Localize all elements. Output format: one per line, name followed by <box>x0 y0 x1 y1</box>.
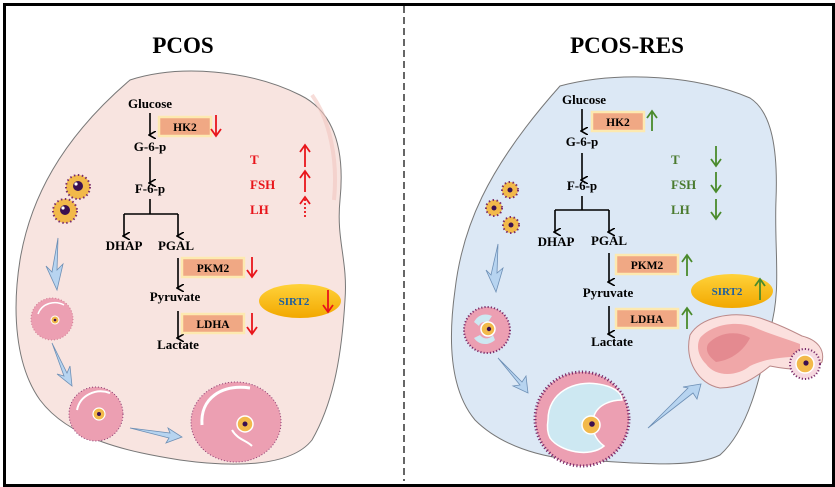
primordial-follicle <box>485 199 503 217</box>
metabolite-dhap: DHAP <box>106 238 143 253</box>
hormone-t: T <box>671 152 680 167</box>
hormone-lh: LH <box>671 202 690 217</box>
hormone-fsh: FSH <box>671 177 696 192</box>
svg-text:LDHA: LDHA <box>196 319 230 331</box>
hormone-t: T <box>250 152 259 167</box>
progression-arrow <box>485 243 504 294</box>
svg-text:HK2: HK2 <box>173 122 197 134</box>
primordial-follicle <box>501 181 519 199</box>
svg-text:PKM2: PKM2 <box>197 263 230 275</box>
arrow-down-icon <box>246 257 258 279</box>
progression-arrow <box>45 237 64 292</box>
metabolite-glucose: Glucose <box>562 92 606 107</box>
metabolite-pyruvate: Pyruvate <box>583 285 634 300</box>
primary-follicle <box>30 297 74 341</box>
ovulated-oocyte <box>789 348 821 380</box>
metabolite-g6p: G-6-p <box>566 134 599 149</box>
arrow-up-icon <box>681 253 693 276</box>
arrow-down-icon <box>246 313 258 336</box>
metabolite-glucose: Glucose <box>128 96 172 111</box>
enzyme-pkm2: PKM2 <box>614 253 693 276</box>
antral-follicle <box>533 370 631 468</box>
svg-text:SIRT2: SIRT2 <box>712 286 743 298</box>
enzyme-hk2: HK2 <box>157 115 222 138</box>
metabolite-dhap: DHAP <box>538 234 575 249</box>
svg-text:SIRT2: SIRT2 <box>279 296 310 308</box>
arrow-up-icon <box>681 306 693 329</box>
metabolite-lactate: Lactate <box>591 334 633 349</box>
primordial-follicle <box>65 174 91 200</box>
progression-arrow <box>647 383 702 429</box>
arrow-up-icon <box>646 109 658 131</box>
hormone-lh: LH <box>250 202 269 217</box>
pathway-branch <box>555 196 609 211</box>
arrow-down-icon <box>210 115 222 138</box>
arrow-up-dotted-icon <box>299 195 311 218</box>
arrow-up-icon <box>299 143 311 167</box>
arrow-down-icon <box>322 290 334 314</box>
primordial-follicle <box>52 198 78 224</box>
hormone-fsh: FSH <box>250 177 275 192</box>
progression-arrow <box>497 357 529 394</box>
arrow-down-icon <box>710 146 722 168</box>
progression-arrow <box>129 426 183 444</box>
metabolite-pyruvate: Pyruvate <box>150 289 201 304</box>
secondary-follicle <box>68 386 124 442</box>
enzyme-hk2: HK2 <box>590 109 658 133</box>
sirt2-badge: SIRT2 <box>691 274 773 308</box>
secondary-follicle <box>463 306 511 354</box>
svg-text:HK2: HK2 <box>606 117 630 129</box>
svg-text:LDHA: LDHA <box>630 314 664 326</box>
primordial-follicle <box>502 216 520 234</box>
panel-pcos: PCOS Glucose G-6-p F-6-p DHAP PGAL Pyruv… <box>15 33 346 465</box>
arrow-up-icon <box>299 169 311 192</box>
arrow-down-icon <box>710 172 722 194</box>
panel-title: PCOS-RES <box>570 33 684 58</box>
metabolite-pgal: PGAL <box>158 238 194 253</box>
metabolite-f6p: F-6-p <box>567 178 597 193</box>
metabolite-lactate: Lactate <box>157 337 199 352</box>
metabolite-pgal: PGAL <box>591 233 627 248</box>
enzyme-ldha: LDHA <box>614 306 693 330</box>
enzyme-pkm2: PKM2 <box>180 256 258 279</box>
arrow-down-icon <box>710 199 722 221</box>
metabolite-g6p: G-6-p <box>134 139 167 154</box>
enzyme-ldha: LDHA <box>180 312 258 336</box>
cystic-follicle <box>190 381 282 463</box>
sirt2-badge: SIRT2 <box>259 284 341 318</box>
svg-text:PKM2: PKM2 <box>631 260 664 272</box>
arrow-up-icon <box>754 277 766 300</box>
pathway-branch <box>124 199 178 215</box>
progression-arrow <box>51 342 73 387</box>
panel-pcos-res: PCOS-RES Glucose G-6-p F-6-p DHAP PGAL P… <box>451 33 824 468</box>
corpus-luteum <box>688 314 824 389</box>
ovary-highlight <box>310 93 338 201</box>
metabolite-f6p: F-6-p <box>135 181 165 196</box>
panel-title: PCOS <box>152 33 213 58</box>
